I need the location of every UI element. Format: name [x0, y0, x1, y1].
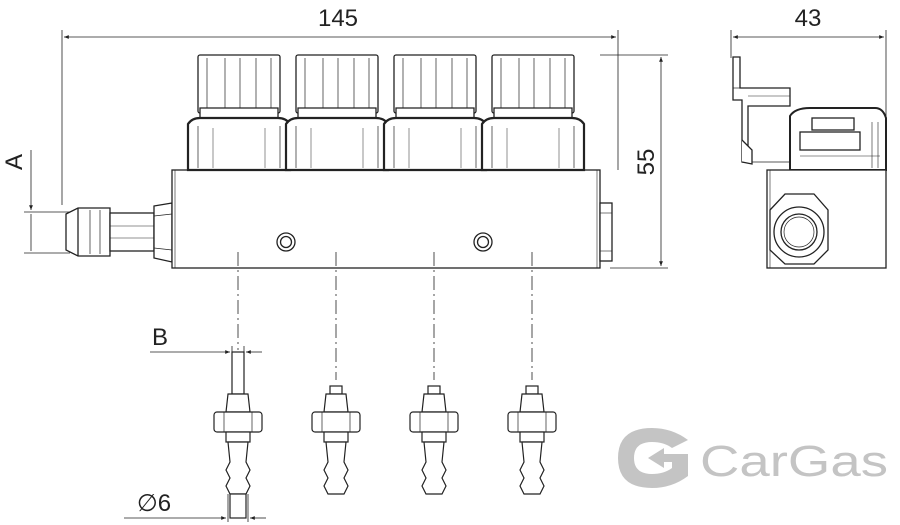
cargas-logo-text: CarGas [700, 437, 888, 486]
inlet-nozzle [65, 202, 173, 263]
dimension-width [61, 30, 619, 205]
nozzle-4 [507, 385, 557, 495]
dimension-height [600, 54, 668, 269]
dimension-a-label: A [1, 154, 28, 170]
cargas-logo: CarGas [618, 428, 888, 488]
injector-2 [284, 54, 390, 172]
side-view [730, 30, 887, 269]
center-lines [237, 252, 533, 380]
dimension-a [24, 150, 70, 254]
injector-4 [480, 54, 586, 172]
dimension-height-label: 55 [633, 149, 660, 176]
dimension-diameter-label: ∅6 [137, 490, 171, 517]
dimension-width-label: 145 [318, 5, 358, 32]
dimension-depth-label: 43 [795, 5, 822, 32]
dimension-diameter [124, 494, 266, 522]
dimension-depth [730, 30, 887, 118]
dimension-b [150, 346, 262, 360]
cargas-logo-icon [618, 428, 688, 488]
nozzle-3 [409, 385, 459, 495]
rail-body [171, 169, 613, 269]
nozzle-2 [311, 385, 361, 495]
injector-1 [186, 54, 292, 172]
nozzles [124, 346, 557, 522]
nozzle-1 [213, 351, 263, 519]
front-view [24, 30, 668, 380]
dimension-b-label: B [152, 324, 168, 351]
injector-3 [382, 54, 488, 172]
